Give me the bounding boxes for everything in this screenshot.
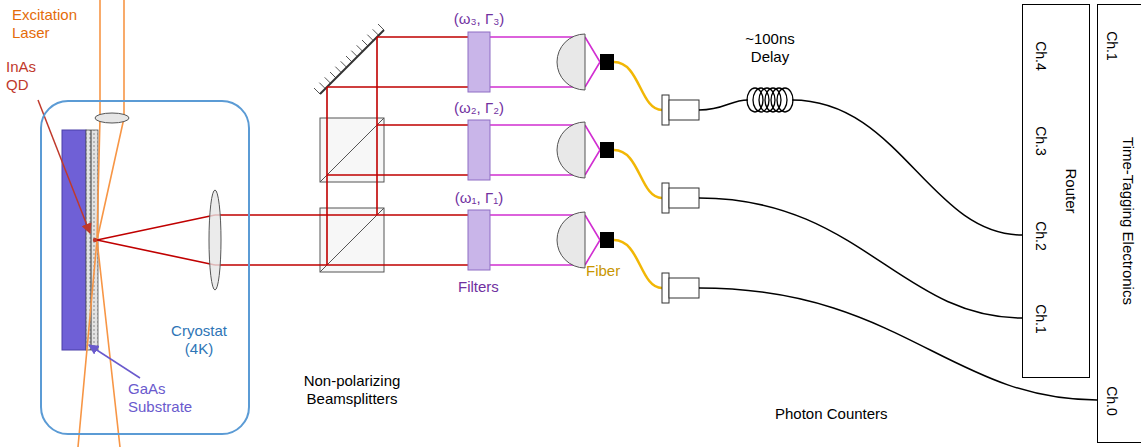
detector-flange <box>662 273 669 303</box>
fiber-label: Fiber <box>586 262 626 280</box>
spectral-filter <box>468 210 490 270</box>
hatch-stroke <box>378 24 384 30</box>
delay-label: ~100ns Delay <box>730 30 810 66</box>
detector-flange <box>662 95 669 125</box>
detector-label: Photon Counters <box>775 405 915 423</box>
coupling-lens <box>557 34 585 90</box>
time-tagger-label: Time-Tagging Electronics <box>1119 137 1137 305</box>
router-label: Router <box>1062 168 1080 213</box>
mirror <box>320 30 384 94</box>
photon-counter <box>669 188 699 208</box>
channel-label: Ch.4 <box>1033 41 1050 71</box>
photon-counter <box>669 100 699 120</box>
filter-parameter: (ω₁, Γ₁) <box>439 189 519 207</box>
hatch-stroke <box>373 29 379 35</box>
coupling-lens <box>557 122 585 178</box>
filter-parameter: (ω₃, Γ₃) <box>439 10 519 28</box>
hatch-stroke <box>367 35 373 41</box>
hatch-stroke <box>314 88 320 94</box>
channel-label: Ch.1 <box>1033 304 1050 334</box>
coil-loop <box>777 88 793 112</box>
collection-lens <box>209 190 221 290</box>
collected-beam <box>97 37 468 265</box>
hatch-stroke <box>357 45 363 51</box>
filter-parameter: (ω₂, Γ₂) <box>439 99 519 117</box>
filters-label: Filters <box>458 278 528 296</box>
router-box: Ch.4Ch.3Ch.2Ch.1 Router <box>1022 4 1090 378</box>
coupling-lens <box>557 212 585 268</box>
hatch-stroke <box>330 72 336 78</box>
beamsplitter-cube <box>320 208 384 272</box>
channel-label: Ch.1 <box>1104 31 1121 61</box>
cryostat-label: Cryostat (4K) <box>160 322 238 358</box>
spectral-filter <box>468 120 490 180</box>
time-tagger-box: Ch.1Ch.0 Time-Tagging Electronics <box>1097 4 1141 443</box>
excitation-beam <box>78 0 124 447</box>
dot-layer-texture <box>86 130 98 350</box>
fiber-coupler <box>600 232 614 248</box>
channel-label: Ch.0 <box>1104 386 1121 416</box>
mirror-hatching <box>314 24 384 94</box>
beamsplitter-diagonal <box>320 208 384 272</box>
hatch-stroke <box>325 77 331 83</box>
leader-arrow <box>38 100 90 233</box>
hatch-stroke <box>351 51 357 57</box>
hatch-stroke <box>362 40 368 46</box>
leader-arrow <box>89 345 140 378</box>
hatch-stroke <box>341 61 347 67</box>
laser-label: Excitation Laser <box>12 6 94 42</box>
spectral-filter <box>468 32 490 92</box>
beamsplitter-label: Non-polarizing Beamsplitters <box>292 372 412 408</box>
channel-label: Ch.3 <box>1033 126 1050 156</box>
gaas-substrate <box>62 130 86 350</box>
substrate-label: GaAs Substrate <box>128 380 206 416</box>
dot-layer <box>86 130 98 350</box>
beamsplitter-diagonal <box>320 118 384 182</box>
hatch-stroke <box>335 67 341 73</box>
fiber-coupler <box>600 142 614 158</box>
delay-coil <box>747 88 793 112</box>
beamsplitter-cube <box>320 118 384 182</box>
optical-fiber <box>614 62 662 288</box>
photon-counter <box>669 278 699 298</box>
channel-label: Ch.2 <box>1033 221 1050 251</box>
objective-lens <box>95 113 129 123</box>
hatch-stroke <box>346 56 352 62</box>
cryostat-box: Cryostat (4K) <box>40 100 250 435</box>
quantum-dot <box>93 238 97 242</box>
hatch-stroke <box>319 83 325 89</box>
fiber-coupler <box>600 54 614 70</box>
signal-cable <box>699 100 1097 400</box>
quantum-dot-label: InAs QD <box>6 58 48 94</box>
detector-flange <box>662 183 669 213</box>
